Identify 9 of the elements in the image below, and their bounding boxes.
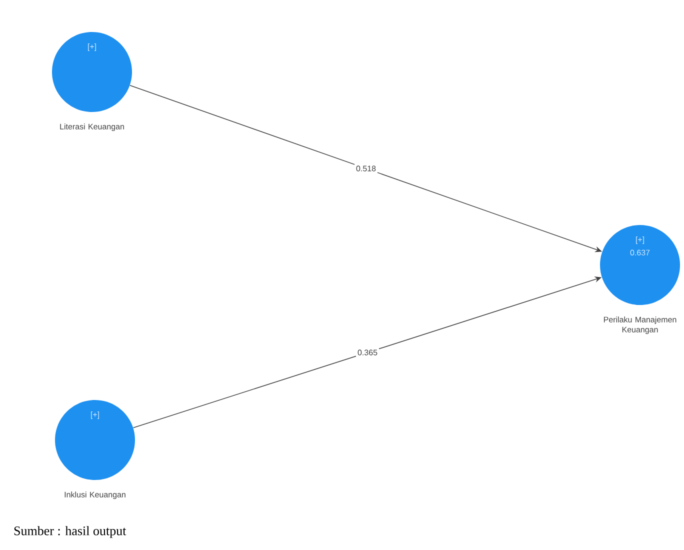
node-label: Perilaku Manajemen Keuangan — [604, 316, 676, 334]
path-coefficient: 0.365 — [356, 348, 380, 357]
caption: Sumber : hasil output — [14, 526, 126, 538]
circle-text: [+] — [88, 44, 96, 51]
path-coefficient: 0.518 — [354, 164, 378, 173]
circle-text: [+] 0.637 — [630, 236, 650, 256]
node-label: Literasi Keuangan — [60, 124, 124, 131]
circle-text: [+] — [91, 412, 99, 419]
node-label: Inklusi Keuangan — [64, 492, 126, 499]
